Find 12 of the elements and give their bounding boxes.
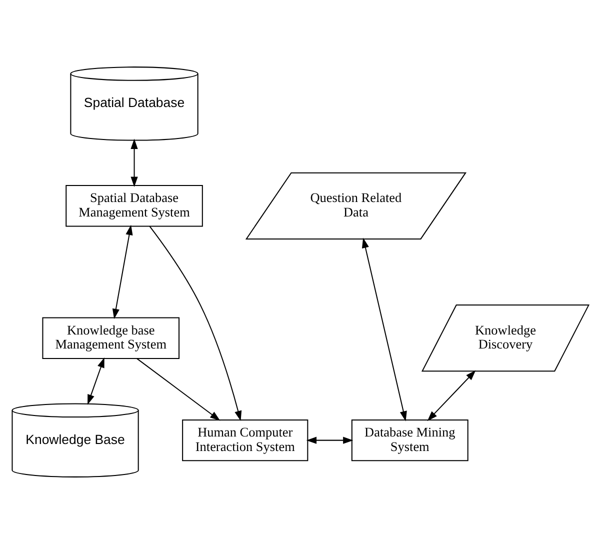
arrow [130, 138, 138, 186]
node-box: Human Computer Interaction System [182, 418, 308, 461]
arrow [306, 436, 354, 444]
arrow [362, 237, 407, 421]
node-box: Knowledge base Management System [42, 316, 180, 358]
arrow [427, 370, 476, 421]
arrow [149, 225, 242, 421]
arrow [136, 358, 220, 420]
arrow [112, 224, 133, 318]
node-box: Database Mining System [351, 418, 468, 461]
arrow [88, 356, 104, 404]
node-box: Spatial Database Management System [66, 184, 203, 226]
